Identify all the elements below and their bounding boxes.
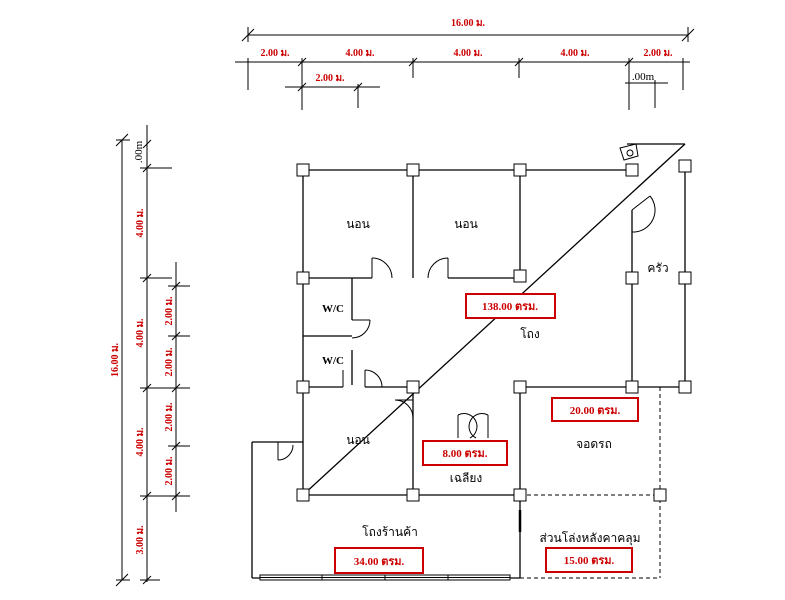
room-wc-2: W/C bbox=[322, 355, 344, 367]
area-box-terrace bbox=[422, 440, 508, 466]
left-dimensions bbox=[115, 125, 190, 587]
room-kitchen: ครัว bbox=[647, 261, 668, 275]
dim-top-4: 4.00 ม. bbox=[560, 48, 590, 59]
dim-top-row2-left: 2.00 ม. bbox=[315, 73, 345, 84]
area-shop: 34.00 ตรม. bbox=[354, 556, 405, 568]
dim-top-3: 4.00 ม. bbox=[453, 48, 483, 59]
columns bbox=[296, 159, 692, 502]
shop-window bbox=[259, 574, 511, 581]
dim-left-1: 4.00 ม. bbox=[135, 208, 146, 238]
area-boxes bbox=[334, 293, 639, 574]
dim-left-inner-2: 2.00 ม. bbox=[164, 347, 175, 377]
area-box-carport bbox=[551, 397, 639, 422]
dim-top-5: 2.00 ม. bbox=[643, 48, 673, 59]
area-box-hall bbox=[465, 293, 556, 319]
area-rear: 15.00 ตรม. bbox=[564, 555, 615, 567]
dim-top-1: 2.00 ม. bbox=[260, 48, 290, 59]
room-terrace: เฉลียง bbox=[450, 471, 483, 485]
top-dimensions bbox=[235, 27, 695, 110]
carport-dashed bbox=[520, 387, 661, 579]
dim-left-inner-1: 2.00 ม. bbox=[164, 296, 175, 326]
dim-left-inner-4: 2.00 ม. bbox=[164, 456, 175, 486]
area-box-rear bbox=[545, 547, 633, 573]
room-carport: จอดรถ bbox=[576, 437, 612, 451]
room-wc-1: W/C bbox=[322, 303, 344, 315]
dim-left-4: 3.00 ม. bbox=[135, 525, 146, 555]
dim-top-2: 4.00 ม. bbox=[345, 48, 375, 59]
dim-left-inner-3: 2.00 ม. bbox=[164, 402, 175, 432]
dim-left-total: 16.00 ม. bbox=[110, 342, 121, 377]
room-bedroom-3: นอน bbox=[346, 433, 370, 447]
area-hall: 138.00 ตรม. bbox=[482, 301, 538, 313]
walls bbox=[251, 143, 686, 579]
area-terrace: 8.00 ตรม. bbox=[442, 448, 487, 460]
area-box-shop bbox=[334, 547, 424, 574]
dim-top-total: 16.00 ม. bbox=[451, 18, 486, 29]
room-bedroom-1: นอน bbox=[346, 217, 370, 231]
dim-top-row2-right: .00m bbox=[632, 71, 655, 83]
room-rear-open: ส่วนโล่งหลังคาคลุม bbox=[539, 531, 640, 546]
dim-left-3: 4.00 ม. bbox=[135, 427, 146, 457]
doors bbox=[277, 143, 656, 532]
room-hall: โถง bbox=[520, 327, 540, 341]
dim-left-2: 4.00 ม. bbox=[135, 318, 146, 348]
room-bedroom-2: นอน bbox=[454, 217, 478, 231]
room-shop-hall: โถงร้านค้า bbox=[362, 525, 418, 539]
area-carport: 20.00 ตรม. bbox=[570, 405, 621, 417]
dim-left-top-small: .00m bbox=[133, 140, 145, 163]
